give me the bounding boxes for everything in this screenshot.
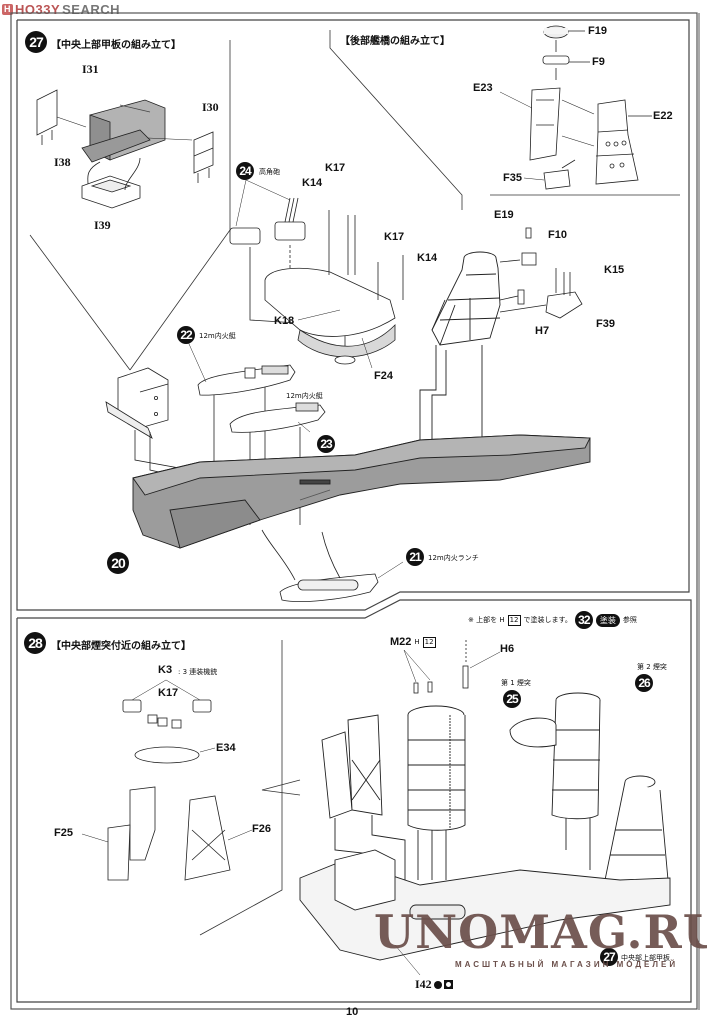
part-label-f39: F39 xyxy=(596,318,615,330)
part-f25-f26-tower xyxy=(81,786,253,881)
part-k3-guns xyxy=(122,679,212,729)
part-i38-block xyxy=(81,99,166,163)
part-e23 xyxy=(499,87,561,161)
paint-note: ※ 上部を H 12 で塗装します。 32 塗装 参照 xyxy=(468,611,637,629)
part-label-k18: K18 xyxy=(274,315,295,327)
part-aft-fittings xyxy=(499,227,583,319)
step-28-badge: 28 xyxy=(24,632,46,654)
part-k-platform xyxy=(264,210,404,369)
part-label-f25: F25 xyxy=(54,827,73,839)
part-label-h7: H7 xyxy=(535,325,550,337)
part-step24-guns xyxy=(229,179,346,350)
part-f19 xyxy=(543,25,585,39)
part-aft-stack xyxy=(604,775,669,881)
unomag-watermark-subtitle: МАСШТАБНЫЙ МАГАЗИН МОДЕЛЕЙ xyxy=(455,960,679,969)
part-e22 xyxy=(561,99,652,185)
step-27-badge: 27 xyxy=(25,31,47,53)
part-label-e23: E23 xyxy=(473,82,493,94)
bottom-panel-frame xyxy=(16,599,692,1003)
deck-ref-caption: 中央部上部甲板 xyxy=(621,954,670,962)
step-22-caption: 12m内火艇 xyxy=(199,332,236,340)
part-label-k14-b: K14 xyxy=(417,252,438,264)
m22-code-prefix: H xyxy=(414,638,420,646)
part-f9 xyxy=(542,40,590,80)
step27-callout-lines xyxy=(29,40,231,371)
part-label-e19: E19 xyxy=(494,209,514,221)
step-23-badge: 23 xyxy=(317,435,335,453)
part-label-k17: K17 xyxy=(158,687,179,699)
paint-note-suffix: で塗装します。 xyxy=(523,616,572,624)
m22-color-code: 12 xyxy=(422,636,436,648)
logo-mark-icon: H xyxy=(2,4,13,15)
part-label-i30: I30 xyxy=(202,100,219,114)
i42-paint-swatch-box-icon xyxy=(443,980,453,989)
step-21-badge: 21 xyxy=(406,548,424,566)
unomag-watermark: UNOMAG.RU xyxy=(374,905,707,959)
part-label-e34: E34 xyxy=(216,742,236,754)
part-label-i42: I42 xyxy=(415,977,432,991)
paint-ref-suffix: 参照 xyxy=(622,616,637,624)
part-label-f26: F26 xyxy=(252,823,271,835)
rear-bridge-callout-lines xyxy=(329,30,680,210)
step-27-title: 【中央上部甲板の組み立て】 xyxy=(51,40,181,51)
part-label-k17-b: K17 xyxy=(384,231,405,243)
paint-ref-label: 塗装 xyxy=(595,613,620,627)
funnel-2-caption: 第 2 煙突 xyxy=(637,663,667,671)
step-24-caption: 高角砲 xyxy=(259,168,280,176)
funnel-1-caption: 第 1 煙突 xyxy=(501,679,531,687)
step-28-title: 【中央部煙突付近の組み立て】 xyxy=(51,641,191,652)
part-k3-caption: : 3 連装機銃 xyxy=(178,668,218,676)
page-number: 10 xyxy=(346,1006,359,1018)
deck-ref-badge: 27 xyxy=(600,948,618,966)
i42-paint-swatch-icon xyxy=(433,980,442,989)
funnel-1-badge: 25 xyxy=(503,690,521,708)
part-boat-22 xyxy=(184,334,296,485)
part-lower-deck xyxy=(299,849,671,976)
part-label-f9: F9 xyxy=(592,56,605,68)
part-label-f19: F19 xyxy=(588,25,607,37)
part-label-h6: H6 xyxy=(500,643,515,655)
part-label-k15: K15 xyxy=(604,264,625,276)
part-e34-base xyxy=(134,746,216,764)
step-20-badge: 20 xyxy=(107,552,129,574)
part-i39-tray xyxy=(81,157,141,209)
paint-color-code: 12 xyxy=(507,614,521,626)
part-label-f35: F35 xyxy=(503,172,522,184)
part-label-k17-a: K17 xyxy=(325,162,346,174)
part-label-k14-a: K14 xyxy=(302,177,323,189)
rear-bridge-title: 【後部艦橋の組み立て】 xyxy=(340,36,450,47)
part-label-k3: K3 xyxy=(158,664,173,676)
step-22-badge: 22 xyxy=(177,326,195,344)
step-24-badge: 24 xyxy=(236,162,254,180)
part-funnel-25 xyxy=(407,705,466,880)
part-main-deck-20 xyxy=(132,434,591,549)
part-label-m22: M22 xyxy=(390,636,412,648)
part-label-e22: E22 xyxy=(653,110,673,122)
part-tripod-mast xyxy=(321,714,406,900)
part-m22-h6 xyxy=(403,640,501,694)
part-label-f24: F24 xyxy=(374,370,393,382)
part-label-i39: I39 xyxy=(94,218,111,232)
part-label-i38: I38 xyxy=(54,155,71,169)
part-label-f10: F10 xyxy=(548,229,567,241)
part-f35 xyxy=(523,159,576,190)
funnel-2-badge: 26 xyxy=(635,674,653,692)
step-21-caption: 12m内火ランチ xyxy=(428,554,479,562)
top-panel-frame xyxy=(16,19,690,611)
step-23-caption: 12m内火艇 xyxy=(286,392,323,400)
part-launch-21 xyxy=(261,529,404,602)
m22-label-group: M22 H 12 xyxy=(390,636,436,648)
page-frame xyxy=(10,12,700,1010)
paint-note-prefix: ※ 上部を H xyxy=(468,616,505,624)
part-label-i31: I31 xyxy=(82,62,99,76)
part-funnel-26 xyxy=(509,692,601,870)
paint-ref-badge: 32 xyxy=(574,611,593,629)
part-i31-panel xyxy=(36,89,87,145)
step28-callout-lines xyxy=(199,640,301,936)
part-i30-panel xyxy=(147,131,214,183)
i42-label-group: I42 xyxy=(415,977,453,992)
